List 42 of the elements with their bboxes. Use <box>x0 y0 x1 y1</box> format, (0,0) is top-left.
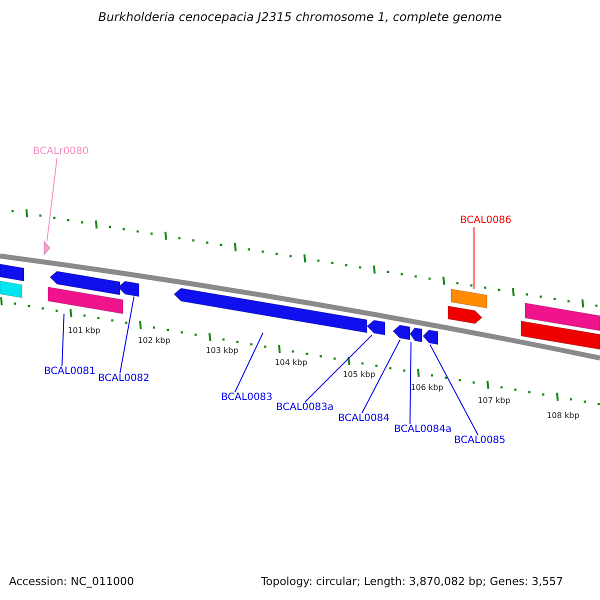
footer-text: Topology: circular; Length: 3,870,082 bp; Genes: 3,557 <box>261 575 564 589</box>
scale-label: 105 kbp <box>342 370 376 380</box>
gene-feature <box>423 329 438 345</box>
gene-label: BCAL0084 <box>338 413 390 425</box>
gene-bar <box>521 321 600 350</box>
scale-label: 102 kbp <box>138 336 170 346</box>
gene-bar <box>48 287 123 314</box>
gene-bar <box>0 264 24 282</box>
scale-label: 107 kbp <box>478 396 510 406</box>
gene-bar <box>451 289 487 308</box>
leader-line <box>430 344 478 436</box>
leader-line <box>62 313 64 366</box>
leader-line <box>304 334 372 402</box>
gene-feature <box>174 287 367 333</box>
leader-line <box>234 332 264 392</box>
gene-marker <box>44 241 50 255</box>
chart-title: Burkholderia cenocepacia J2315 chromosome 1, complete genome <box>97 10 503 24</box>
leader-line <box>362 339 400 414</box>
gene-feature <box>393 324 410 340</box>
scale-label: 108 kbp <box>546 411 580 421</box>
gene-label: BCAL0081 <box>44 366 96 378</box>
scale-label: 103 kbp <box>206 346 238 356</box>
gene-bar <box>525 303 600 331</box>
leader-line <box>120 296 134 374</box>
gene-feature <box>118 280 139 297</box>
gene-feature <box>367 319 385 336</box>
gene-label: BCAL0083a <box>276 402 334 414</box>
scale-label: 101 kbp <box>68 326 100 336</box>
gene-label: BCAL0083 <box>221 392 273 404</box>
gene-feature <box>410 327 422 342</box>
scale-label: 104 kbp <box>274 358 308 368</box>
gene-label: BCAL0082 <box>98 373 150 385</box>
leader-line <box>46 158 58 242</box>
gene-label: BCALr0080 <box>33 146 89 158</box>
gene-label: BCAL0086 <box>460 215 512 227</box>
footer-text: Accession: NC_011000 <box>9 575 134 589</box>
scale-label: 106 kbp <box>410 383 444 393</box>
gene-bar <box>0 281 22 298</box>
leader-line <box>410 342 412 424</box>
gene-label: BCAL0084a <box>394 424 452 436</box>
gene-feature <box>448 306 482 325</box>
gene-label: BCAL0085 <box>454 435 506 447</box>
